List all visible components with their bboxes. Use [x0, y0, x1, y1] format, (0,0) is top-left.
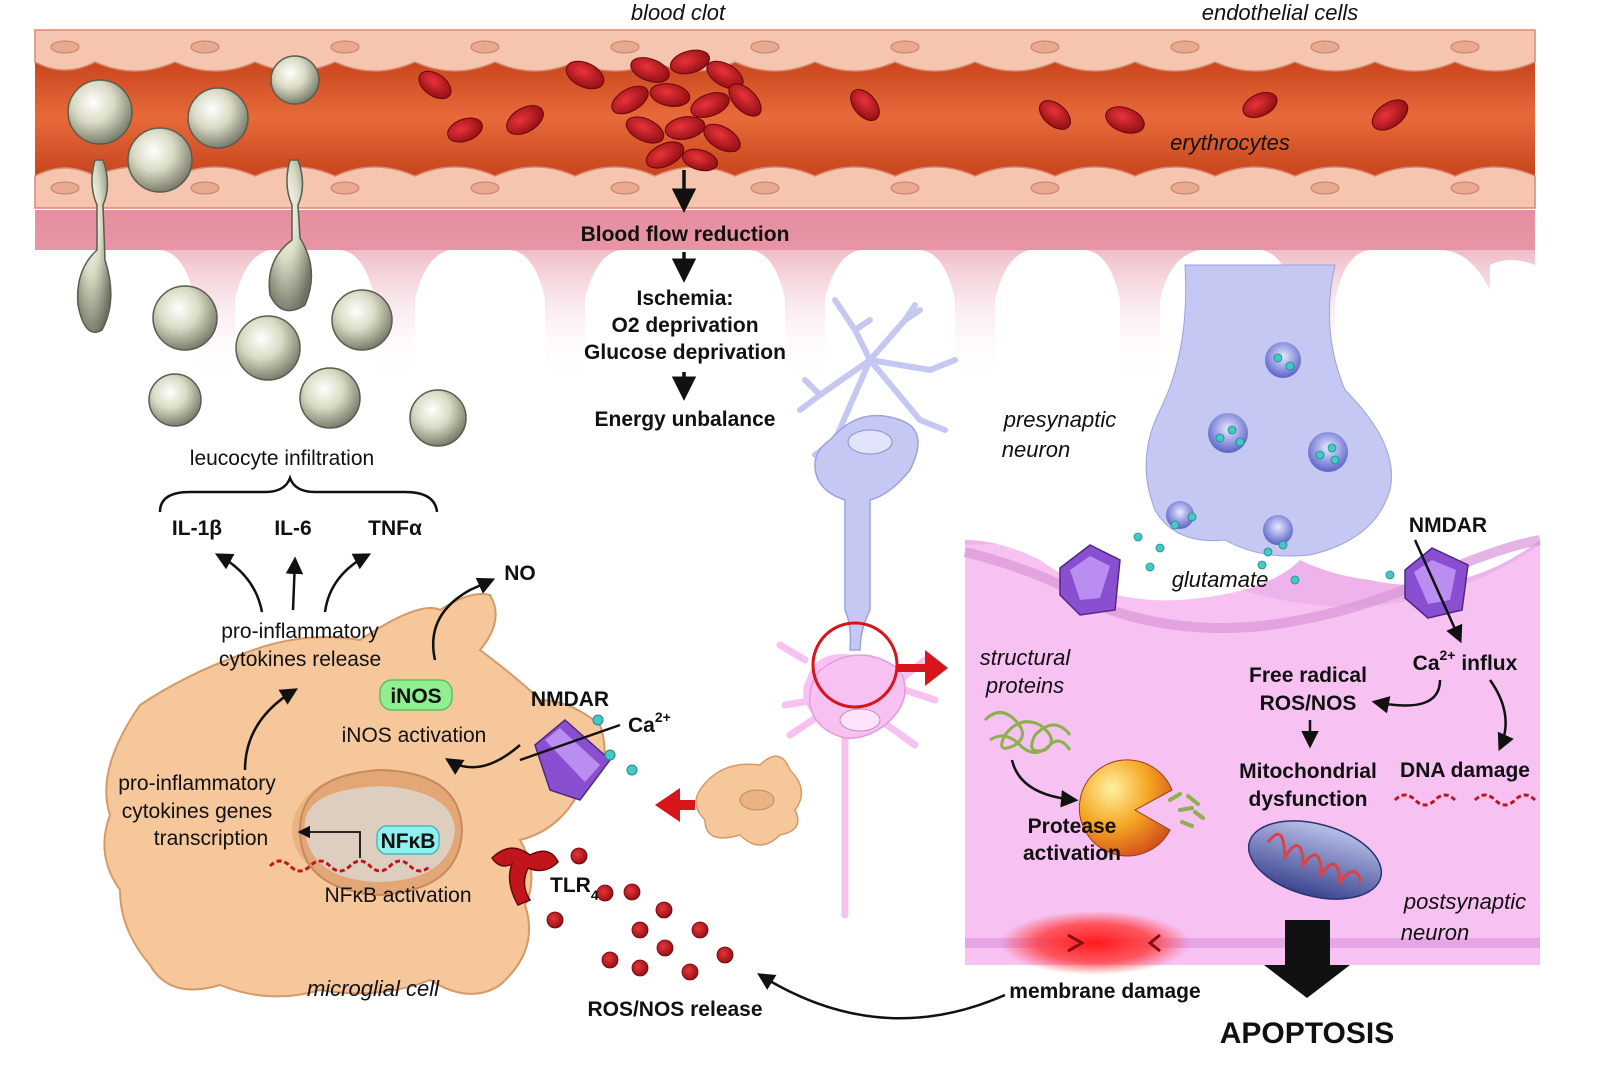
leucocytes-group — [67, 55, 467, 447]
nfkb-badge — [376, 825, 440, 855]
ca-influx-label: Ca2+ influx — [1413, 647, 1518, 675]
mito-label-1: Mitochondrial — [1239, 760, 1377, 783]
blood-vessel — [34, 29, 1536, 380]
arrow-inos-to-no — [431, 577, 496, 661]
nmdar-glutamate-receptor-icon — [1059, 544, 1121, 616]
arrow-nfkb-to-transcription — [297, 825, 361, 858]
membrane-damage-glow — [1000, 911, 1190, 975]
proinflam-release-label-2: cytokines release — [219, 648, 381, 671]
arrow-release-to-il6 — [285, 556, 304, 611]
nfkb-badge-label: NFκB — [381, 830, 436, 853]
microglial-cell-label: microglial cell — [307, 976, 440, 1001]
ros-nos-release-label: ROS/NOS release — [587, 998, 762, 1021]
inos-badge-label: iNOS — [390, 685, 441, 708]
genes-label-1: pro-inflammatory — [118, 772, 276, 795]
o2-deprivation-label: O2 deprivation — [611, 314, 758, 337]
free-radical-label-1: Free radical — [1249, 664, 1367, 687]
arrow-nmdar-to-ca — [1413, 539, 1463, 644]
tlr4-label: TLR4 — [550, 874, 599, 903]
arrow-ca-to-radical — [1371, 679, 1442, 714]
protease-label-2: activation — [1023, 842, 1121, 865]
blood-clot-icon — [611, 49, 762, 172]
postsynaptic-membrane — [965, 938, 1540, 948]
postsynaptic-label-2: neuron — [1401, 920, 1470, 945]
inos-badge — [379, 679, 453, 711]
membrane-damage-label: membrane damage — [1009, 980, 1200, 1003]
structural-label-2: proteins — [985, 673, 1064, 698]
blood-clot-label: blood clot — [631, 0, 726, 25]
ca-left-label: Ca2+ — [628, 709, 671, 737]
presynaptic-label-1: presynaptic — [1003, 407, 1117, 432]
arrow-proteins-to-protease — [1010, 759, 1079, 808]
presynaptic-label-2: neuron — [1002, 437, 1071, 462]
dna-damage-label: DNA damage — [1400, 759, 1530, 782]
structural-label-1: structural — [980, 645, 1072, 670]
protease-pacman-icon — [1078, 759, 1205, 857]
proinflam-release-label-1: pro-inflammatory — [221, 620, 379, 643]
ischemia-label: Ischemia: — [637, 287, 734, 310]
il6-label: IL-6 — [274, 517, 311, 540]
nmdar-right-icon — [1404, 547, 1469, 619]
red-arrow-zoom — [898, 650, 948, 686]
red-arrow-to-microglia — [655, 788, 695, 822]
tnfa-label: TNFα — [368, 517, 422, 540]
postsynaptic-label-1: postsynaptic — [1403, 889, 1526, 914]
postsynaptic-neuron-small — [776, 641, 939, 919]
cytokines-brace — [158, 474, 439, 513]
erythrocytes-label: erythrocytes — [1170, 130, 1290, 155]
arrow-genes-to-release — [243, 688, 299, 771]
no-label: NO — [504, 562, 536, 585]
nmdar-left-label: NMDAR — [531, 688, 609, 711]
arrow-release-to-tnfa — [323, 553, 372, 613]
dna-strand-left — [268, 859, 432, 873]
endothelial-cells-label: endothelial cells — [1202, 0, 1359, 25]
nmdar-right-label: NMDAR — [1409, 514, 1487, 537]
glucose-deprivation-label: Glucose deprivation — [584, 341, 786, 364]
ros-nos-particles — [546, 847, 734, 981]
erythrocytes-group — [418, 60, 1409, 143]
genes-label-3: transcription — [154, 827, 268, 850]
glutamate-label: glutamate — [1172, 567, 1269, 592]
il1b-label: IL-1β — [172, 517, 222, 540]
apoptosis-arrow — [1264, 920, 1350, 998]
genes-label-2: cytokines genes — [122, 800, 273, 823]
leucocyte-infiltration-label: leucocyte infiltration — [190, 447, 374, 470]
blood-flow-reduction-label: Blood flow reduction — [581, 223, 790, 246]
synapse-zoom-circle — [811, 621, 899, 709]
tlr4-icon — [491, 847, 559, 906]
apoptosis-label: APOPTOSIS — [1220, 1017, 1395, 1050]
inos-activation-label: iNOS activation — [342, 724, 487, 747]
arrow-membrane-to-ros — [757, 973, 1006, 1020]
structural-proteins-icon — [983, 711, 1072, 754]
glutamate-molecules — [1133, 353, 1395, 585]
mitochondrion-icon — [1247, 820, 1383, 900]
arrow-release-to-il1b — [214, 553, 264, 613]
ca-ions-left — [592, 714, 638, 776]
energy-unbalance-label: Energy unbalance — [595, 408, 776, 431]
dna-damage-icon — [1393, 793, 1537, 807]
nmdar-left-icon — [519, 719, 621, 801]
nfkb-activation-label: NFκB activation — [324, 884, 471, 907]
protease-label-1: Protease — [1028, 815, 1117, 838]
arrow-ca-to-dna — [1488, 679, 1514, 752]
arrow-ca-to-inos — [445, 744, 521, 775]
free-radical-label-2: ROS/NOS — [1260, 692, 1357, 715]
mito-label-2: dysfunction — [1249, 788, 1368, 811]
membrane-break-icon — [1067, 933, 1161, 953]
